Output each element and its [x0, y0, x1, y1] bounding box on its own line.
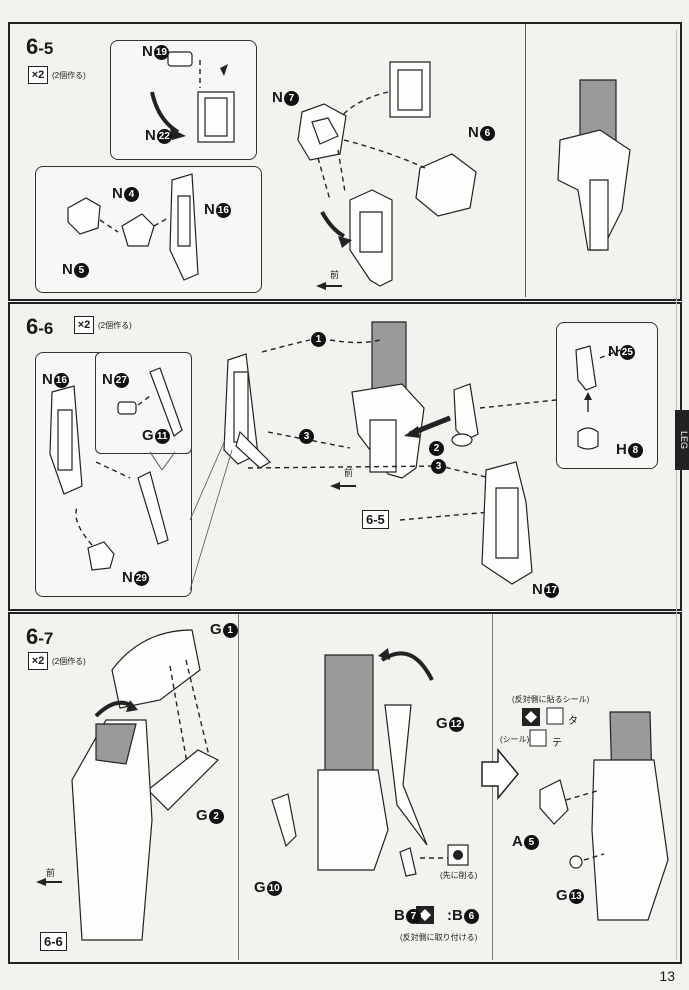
side-strip: [676, 30, 687, 960]
quantity-badge-6-5: ×2: [28, 66, 48, 84]
quantity-note-6-6: (2個作る): [98, 321, 132, 330]
divider-6-5-right: [525, 24, 526, 297]
quantity-badge-6-6: ×2: [74, 316, 94, 334]
parts-illustration-6-5: [67, 51, 631, 290]
side-tab: LEG: [675, 410, 689, 470]
step-title-6-5: 6-5: [26, 34, 54, 59]
front-label-6-7: 前: [46, 868, 56, 878]
order-3a: 3: [298, 428, 314, 444]
panel-step-6-5: [8, 22, 682, 301]
ref-6-5: 6-5: [362, 510, 389, 529]
note-seal-te: テ: [552, 738, 562, 749]
quantity-note-6-5: (2個作る): [52, 71, 86, 80]
front-label-6-6: 前: [344, 468, 354, 478]
front-label-6-5: 前: [330, 270, 340, 280]
order-2: 2: [428, 440, 444, 456]
note-seal-ta: タ: [568, 716, 578, 727]
divider-6-7-a: [238, 614, 239, 960]
note-first-cut: (先に削る): [440, 871, 478, 880]
page-number: 13: [659, 968, 675, 984]
ref-6-6: 6-6: [40, 932, 67, 951]
parts-illustration-6-6: [49, 321, 621, 591]
panel-step-6-7: [8, 612, 682, 964]
divider-6-7-b: [492, 614, 493, 960]
note-seal-opposite: (反対側に貼るシール): [512, 695, 590, 704]
order-1: 1: [310, 331, 326, 347]
note-seal: (シール): [500, 735, 530, 744]
quantity-badge-6-7: ×2: [28, 652, 48, 670]
callout-6-6-inner: [95, 352, 192, 454]
note-opposite-attach: (反対側に取り付ける): [400, 933, 478, 942]
order-3b: 3: [430, 458, 446, 474]
step-title-6-6: 6-6: [26, 314, 54, 339]
quantity-note-6-7: (2個作る): [52, 657, 86, 666]
step-title-6-7: 6-7: [26, 624, 54, 649]
